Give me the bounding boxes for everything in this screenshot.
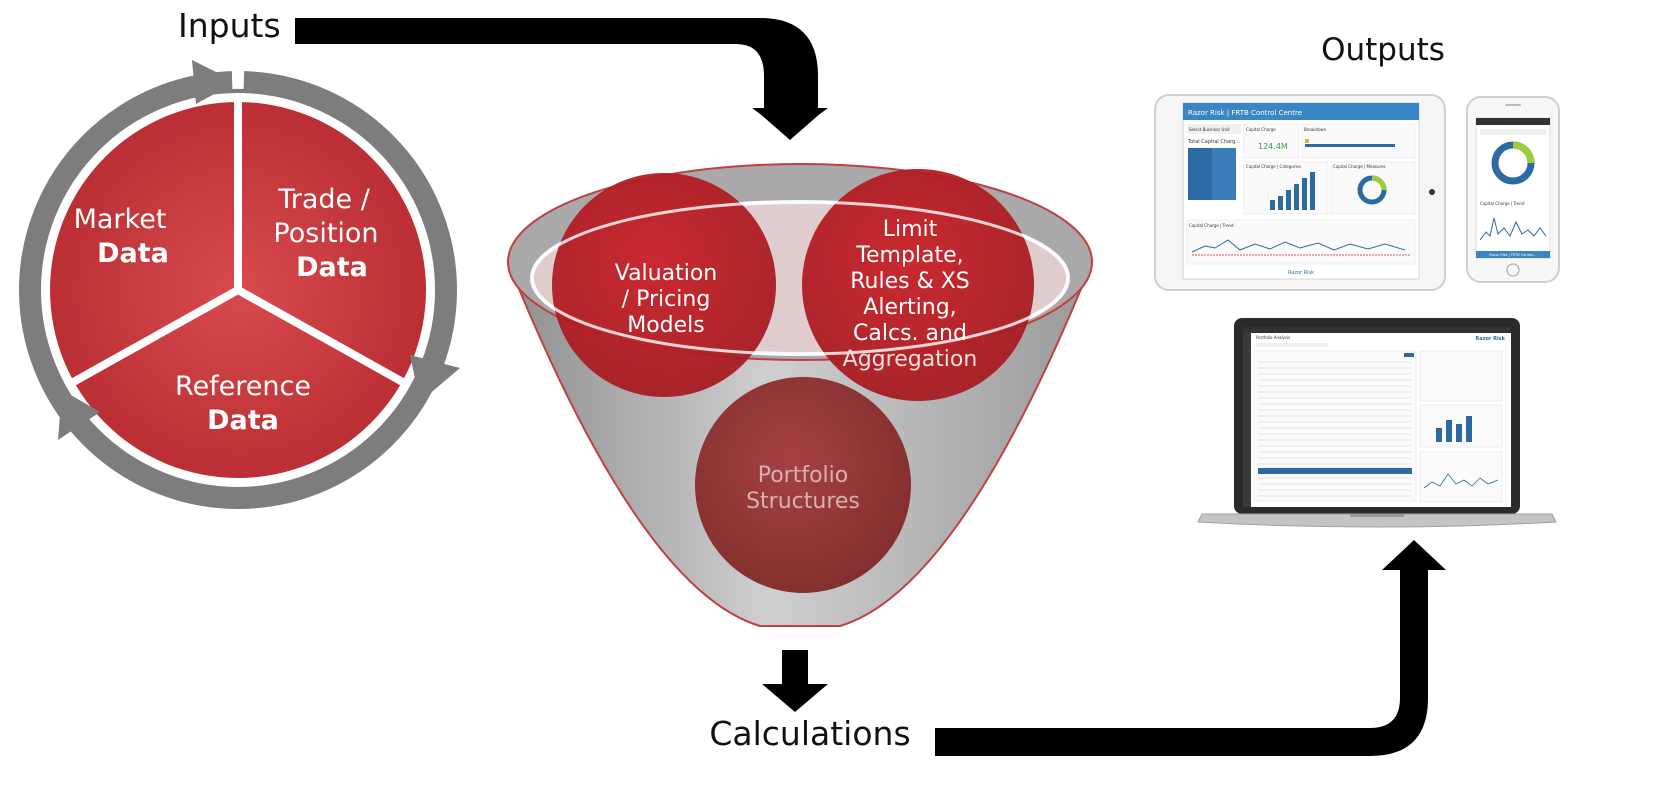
- market-data-label: Data: [97, 238, 169, 269]
- trade-data-label: Data: [296, 252, 368, 283]
- limit-circle: [802, 169, 1034, 401]
- reference-data-label: Data: [207, 405, 279, 436]
- laptop-title: Portfolio Analysis: [1256, 335, 1290, 340]
- position-label: Position: [273, 218, 378, 249]
- limit-line6: Aggregation: [843, 347, 978, 372]
- calculations-arrow: [762, 650, 828, 712]
- portfolio-line2: Structures: [746, 489, 860, 514]
- laptop-device: Portfolio Analysis Razor Risk: [1197, 318, 1557, 528]
- cycle-arrowhead-top: [192, 60, 236, 104]
- tablet-measures: Capital Charge | Measures: [1333, 164, 1386, 169]
- valuation-line2: / Pricing: [622, 287, 711, 312]
- limit-line5: Calcs. and: [853, 321, 967, 346]
- outputs-arrow: [935, 540, 1446, 756]
- limit-line1: Limit: [883, 217, 938, 242]
- tablet-header: Razor Risk | FRTB Control Centre: [1188, 109, 1302, 117]
- limit-line4: Alerting,: [863, 295, 956, 320]
- outputs-label: Outputs: [1321, 32, 1445, 68]
- tablet-categories: Capital Charge | Categories: [1246, 164, 1301, 169]
- phone-trend: Capital Charge | Trend: [1480, 201, 1525, 206]
- market-label: Market: [74, 204, 167, 235]
- reference-label: Reference: [175, 371, 311, 402]
- cycle-arrowhead-right: [410, 355, 460, 402]
- tablet-breakdown: Breakdown: [1304, 127, 1327, 132]
- data-cycle: [19, 60, 460, 509]
- trade-label: Trade /: [277, 184, 371, 215]
- portfolio-line1: Portfolio: [758, 463, 849, 488]
- limit-line3: Rules & XS: [850, 269, 970, 294]
- tablet-capital-value: 124.4M: [1258, 142, 1288, 151]
- valuation-circle: [552, 173, 776, 397]
- phone-device: Capital Charge | Trend Razor Risk | FRTB…: [1466, 96, 1560, 283]
- valuation-line3: Models: [627, 313, 705, 338]
- portfolio-circle: [695, 377, 911, 593]
- tablet-select-bu: Select Business Unit: [1189, 127, 1230, 132]
- calculations-label: Calculations: [709, 714, 910, 753]
- inputs-label: Inputs: [178, 6, 281, 45]
- valuation-line1: Valuation: [615, 261, 718, 286]
- tablet-capital-charge: Capital Charge: [1246, 127, 1276, 132]
- tablet-device: Razor Risk | FRTB Control Centre Select …: [1154, 94, 1446, 291]
- tablet-total-capital: Total Capital Charg...: [1187, 139, 1240, 145]
- tablet-trend: Capital Charge | Trend: [1189, 223, 1234, 228]
- inputs-arrow: [295, 18, 828, 140]
- limit-line2: Template,: [855, 243, 963, 268]
- cycle-arrowhead-left: [58, 390, 100, 440]
- laptop-brand: Razor Risk: [1475, 336, 1505, 342]
- tablet-footer: Razor Risk: [1288, 270, 1314, 276]
- phone-footer: Razor Risk | FRTB Control...: [1489, 253, 1537, 257]
